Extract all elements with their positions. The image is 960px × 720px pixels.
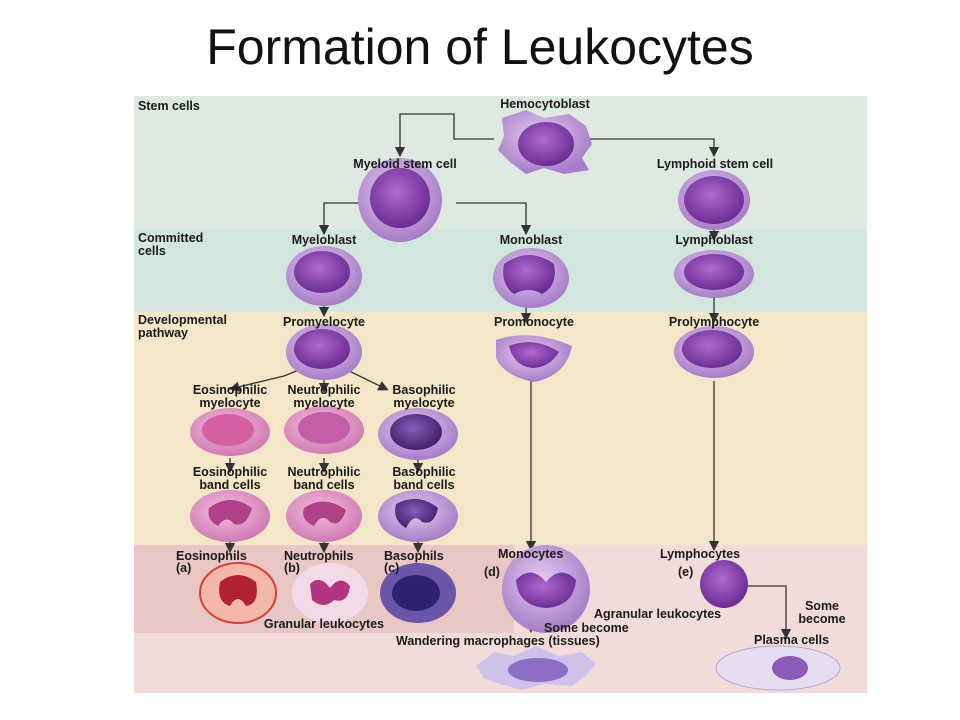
monoblast-nucleus	[503, 255, 555, 294]
neutrophil-nucleus	[310, 579, 350, 605]
page-title: Formation of Leukocytes	[206, 19, 754, 75]
label-plasma-cells: Plasma cells	[754, 633, 830, 647]
eosinophil-nucleus	[219, 575, 257, 606]
monocyte-nucleus	[516, 572, 576, 608]
label-neutrophilic-band-line1: Neutrophilic	[287, 465, 361, 479]
label-wandering-macrophages: Wandering macrophages (tissues)	[396, 634, 600, 648]
cell-illustrations	[190, 110, 841, 691]
label-eosinophilic-band-cells: Eosinophilic band cells	[170, 466, 290, 492]
stage-label-developmental-line1: Developmental	[138, 313, 227, 327]
label-basophilic-myelocyte: Basophilic myelocyte	[364, 384, 484, 410]
label-eosinophilic-myelocyte-line1: Eosinophilic	[192, 383, 268, 397]
leukocyte-diagram: Stem cells Committed cells Developmental…	[134, 96, 867, 693]
plasma-cell-nucleus	[772, 656, 808, 680]
lymphocyte-cell	[700, 560, 748, 608]
letter-c: (c)	[384, 561, 400, 575]
label-basophilic-band-line2: band cells	[393, 478, 455, 492]
promyelocyte-nucleus	[294, 329, 350, 369]
label-eosinophilic-band-line1: Eosinophilic	[192, 465, 268, 479]
label-neutrophilic-band-cells: Neutrophilic band cells	[264, 466, 384, 492]
label-neutrophilic-myelocyte-line1: Neutrophilic	[287, 383, 361, 397]
label-some-become: Some become	[544, 621, 629, 635]
label-basophilic-band-cells: Basophilic band cells	[364, 466, 484, 492]
basophilic-myelocyte-nucleus	[390, 414, 442, 450]
label-monoblast: Monoblast	[499, 233, 563, 247]
promonocyte-nucleus	[509, 342, 559, 368]
stage-label-committed-line1: Committed	[138, 231, 204, 245]
letter-b: (b)	[284, 561, 300, 575]
macrophage-nucleus	[508, 658, 568, 682]
stage-label-developmental: Developmental pathway	[138, 314, 227, 340]
label-basophilic-band-line1: Basophilic	[392, 465, 456, 479]
basophil-nucleus	[392, 575, 440, 611]
label-some: Some	[804, 599, 840, 613]
myeloblast-nucleus	[294, 251, 350, 293]
lymphoblast-nucleus	[684, 254, 744, 290]
letter-d: (d)	[484, 565, 500, 579]
stage-label-committed: Committed cells	[138, 232, 203, 258]
label-some-become-plasma: Some become	[792, 600, 852, 626]
label-prolymphocyte: Prolymphocyte	[668, 315, 760, 329]
label-eosinophilic-myelocyte-line2: myelocyte	[199, 396, 261, 410]
label-monocytes: Monocytes	[498, 547, 564, 561]
label-myeloid-stem-cell: Myeloid stem cell	[353, 157, 457, 171]
stage-label-committed-line2: cells	[138, 244, 166, 258]
letter-a: (a)	[176, 561, 192, 575]
label-neutrophilic-band-line2: band cells	[293, 478, 355, 492]
basophilic-band-nucleus	[395, 498, 438, 528]
stage-label-stem: Stem cells	[138, 99, 200, 113]
label-hemocytoblast: Hemocytoblast	[500, 97, 590, 111]
label-lymphoblast: Lymphoblast	[675, 233, 753, 247]
label-basophilic-myelocyte-line2: myelocyte	[393, 396, 455, 410]
label-eosinophilic-myelocyte: Eosinophilic myelocyte	[170, 384, 290, 410]
label-agranular-leukocytes: Agranular leukocytes	[594, 607, 722, 621]
label-neutrophils: Neutrophils	[284, 549, 354, 563]
myeloid-stem-nucleus	[370, 168, 430, 228]
label-basophilic-myelocyte-line1: Basophilic	[392, 383, 456, 397]
label-basophils: Basophils	[384, 549, 444, 563]
label-promyelocyte: Promyelocyte	[283, 315, 365, 329]
stage-label-developmental-line2: pathway	[138, 326, 189, 340]
neutrophilic-myelocyte-nucleus	[298, 412, 350, 444]
label-granular-leukocytes: Granular leukocytes	[263, 617, 385, 631]
prolymphocyte-nucleus	[682, 330, 742, 368]
label-myeloblast: Myeloblast	[291, 233, 357, 247]
label-eosinophilic-band-line2: band cells	[199, 478, 261, 492]
hemocytoblast-nucleus	[518, 122, 574, 166]
label-promonocyte: Promonocyte	[494, 315, 574, 329]
eosinophilic-band-nucleus	[208, 500, 252, 526]
label-neutrophilic-myelocyte: Neutrophilic myelocyte	[264, 384, 384, 410]
label-neutrophilic-myelocyte-line2: myelocyte	[293, 396, 355, 410]
neutrophilic-band-nucleus	[303, 501, 346, 526]
eosinophilic-myelocyte-nucleus	[202, 414, 254, 446]
label-lymphocytes: Lymphocytes	[660, 547, 741, 561]
label-eosinophils: Eosinophils	[176, 549, 247, 563]
letter-e: (e)	[678, 565, 694, 579]
label-lymphoid-stem-cell: Lymphoid stem cell	[656, 157, 774, 171]
label-become: become	[798, 612, 846, 626]
lymphoid-stem-nucleus	[684, 176, 744, 224]
